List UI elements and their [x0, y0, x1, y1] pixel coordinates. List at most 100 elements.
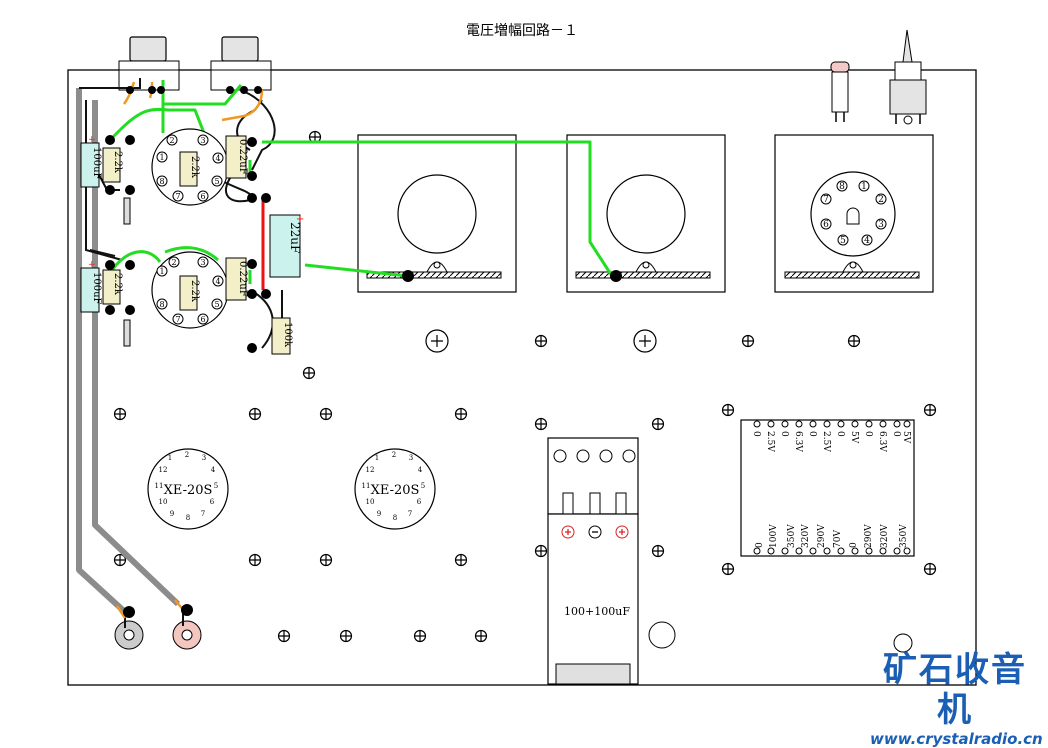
grommet-hole — [648, 621, 676, 649]
svg-text:3: 3 — [200, 136, 205, 145]
svg-text:4: 4 — [418, 466, 423, 474]
volume-pot-left — [118, 36, 180, 91]
svg-text:3: 3 — [409, 454, 413, 462]
svg-text:2.2k: 2.2k — [112, 273, 123, 296]
svg-text:100k: 100k — [282, 322, 293, 348]
cathode-resistor-lower: 2.2k — [102, 269, 123, 305]
svg-text:+: + — [88, 135, 96, 145]
svg-text:7: 7 — [408, 510, 412, 518]
gray-shielded-wires — [76, 88, 181, 615]
svg-text:5: 5 — [214, 177, 219, 186]
svg-text:2: 2 — [169, 136, 174, 145]
svg-text:100+100uF: 100+100uF — [564, 605, 630, 618]
svg-text:+: + — [88, 260, 96, 270]
svg-text:0: 0 — [891, 431, 901, 437]
pilot-lamp — [830, 61, 850, 122]
power-toggle-switch — [889, 29, 927, 125]
svg-text:350V: 350V — [899, 524, 909, 548]
svg-text:+: + — [296, 214, 304, 225]
svg-text:1: 1 — [168, 454, 172, 462]
svg-text:0: 0 — [807, 431, 817, 437]
cathode-resistor-upper: 2.2k — [102, 147, 123, 183]
volume-pot-right — [210, 36, 272, 91]
svg-text:7: 7 — [201, 510, 205, 518]
svg-text:2: 2 — [171, 258, 176, 267]
svg-text:100V: 100V — [769, 524, 779, 548]
svg-text:0.22uF: 0.22uF — [237, 261, 248, 297]
preamp-tube-socket-lower: 2.2k 2 3 4 5 6 7 8 1 — [151, 251, 229, 329]
svg-text:4: 4 — [864, 236, 870, 246]
solder-junctions — [105, 86, 622, 618]
svg-text:3: 3 — [200, 258, 205, 267]
svg-text:7: 7 — [823, 195, 829, 205]
svg-text:4: 4 — [215, 277, 220, 286]
svg-text:8: 8 — [159, 300, 164, 309]
svg-text:1: 1 — [861, 182, 867, 192]
svg-text:290V: 290V — [864, 524, 874, 548]
svg-text:22uF: 22uF — [288, 222, 302, 253]
svg-text:0: 0 — [755, 542, 765, 548]
svg-text:9: 9 — [377, 510, 381, 518]
svg-text:2: 2 — [392, 451, 396, 459]
svg-text:8: 8 — [393, 514, 397, 522]
svg-text:5: 5 — [214, 482, 218, 490]
resistor-100k: 100k — [271, 317, 293, 355]
power-transformer-terminal-board: 0 2.5V 0 6.3V 0 2.5V 0 5V 0 6.3V 0 5V 0 … — [740, 419, 915, 557]
coupling-capacitor-lower: 0.22uF — [225, 257, 248, 301]
svg-text:1: 1 — [375, 454, 379, 462]
grommet-hole-small — [893, 633, 913, 653]
svg-text:3: 3 — [878, 220, 884, 230]
svg-text:XE-20S: XE-20S — [371, 483, 420, 498]
svg-text:6: 6 — [823, 220, 829, 230]
coupling-capacitor-upper: 0.22uF — [225, 135, 248, 179]
cathode-capacitor-upper: 100uF + — [80, 135, 102, 188]
grid-resistors — [123, 197, 131, 347]
svg-text:6.3V: 6.3V — [877, 431, 887, 452]
svg-text:8: 8 — [186, 514, 190, 522]
svg-text:350V: 350V — [787, 524, 797, 548]
svg-text:5V: 5V — [901, 431, 911, 444]
watermark-url[interactable]: www.crystalradio.cn — [870, 730, 1043, 748]
svg-text:8: 8 — [159, 177, 164, 186]
svg-text:5: 5 — [214, 300, 219, 309]
svg-text:70V: 70V — [833, 530, 843, 548]
svg-text:XE-20S: XE-20S — [164, 483, 213, 498]
svg-text:0: 0 — [779, 431, 789, 437]
svg-text:6: 6 — [200, 315, 205, 324]
watermark: 矿石收音机 www.crystalradio.cn — [870, 650, 1043, 748]
svg-text:10: 10 — [159, 498, 168, 506]
svg-text:100uF: 100uF — [91, 147, 102, 180]
svg-text:290V: 290V — [817, 524, 827, 548]
svg-text:8: 8 — [839, 182, 845, 192]
svg-text:0: 0 — [751, 431, 761, 437]
svg-text:11: 11 — [155, 482, 164, 490]
svg-text:11: 11 — [362, 482, 371, 490]
svg-text:0: 0 — [835, 431, 845, 437]
svg-text:320V: 320V — [880, 524, 890, 548]
input-jack-left — [114, 620, 144, 650]
svg-text:4: 4 — [211, 466, 216, 474]
watermark-name: 矿石收音机 — [883, 650, 1027, 730]
chassis-layout-diagram: 電圧増幅回路－１ — [67, 23, 977, 686]
input-jack-right — [172, 620, 202, 650]
svg-text:0: 0 — [849, 542, 859, 548]
cathode-capacitor-lower: 100uF + — [80, 260, 102, 313]
svg-text:320V: 320V — [801, 524, 811, 548]
svg-text:2.5V: 2.5V — [765, 431, 775, 452]
svg-text:0.22uF: 0.22uF — [237, 139, 248, 175]
svg-text:6: 6 — [417, 498, 422, 506]
svg-text:100uF: 100uF — [91, 272, 102, 305]
svg-text:7: 7 — [175, 315, 180, 324]
page-title: 電圧増幅回路－１ — [466, 23, 578, 39]
electrolytic-capacitor-22uF: 22uF + — [269, 214, 304, 278]
svg-text:6.3V: 6.3V — [793, 431, 803, 452]
green-wires — [108, 80, 614, 284]
svg-text:2.2k: 2.2k — [189, 156, 200, 179]
svg-text:5V: 5V — [849, 431, 859, 444]
svg-text:1: 1 — [159, 153, 164, 162]
svg-text:2: 2 — [185, 451, 189, 459]
svg-text:12: 12 — [159, 466, 168, 474]
svg-text:12: 12 — [366, 466, 375, 474]
